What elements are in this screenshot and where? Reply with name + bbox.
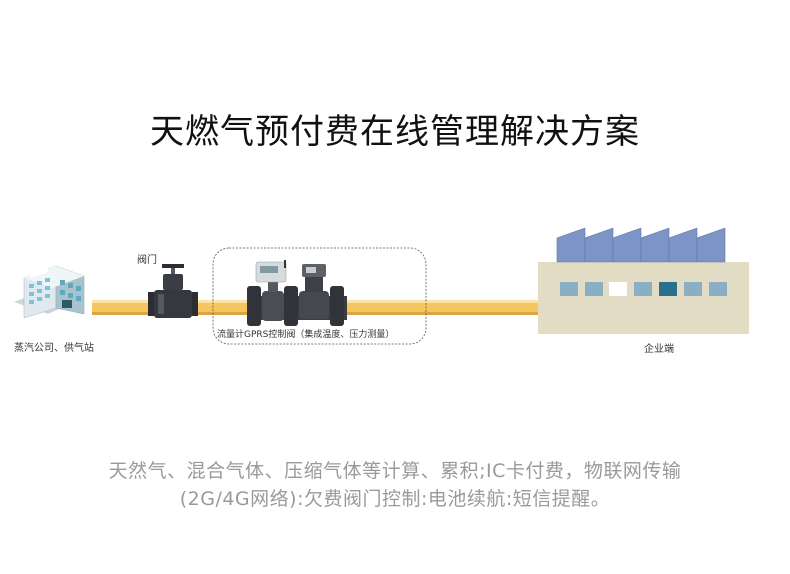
- footer-line-2: (2G/4G网络):欠费阀门控制:电池续航:短信提醒。: [179, 488, 611, 510]
- building-icon: [14, 265, 85, 319]
- meter-label: 流量计GPRS控制阀（集成温度、压力测量）: [217, 330, 395, 340]
- flowmeter-icon: [247, 260, 347, 326]
- factory-icon: [538, 227, 749, 334]
- meter-group-box: [212, 247, 427, 345]
- valve-label: 阀门: [137, 255, 157, 266]
- footer-line-1: 天然气、混合气体、压缩气体等计算、累积;IC卡付费，物联网传输: [108, 460, 682, 482]
- page-title: 天燃气预付费在线管理解决方案: [150, 112, 640, 152]
- source-label: 蒸汽公司、供气站: [14, 343, 94, 354]
- enterprise-label: 企业端: [644, 344, 674, 355]
- valve-icon: [148, 264, 198, 318]
